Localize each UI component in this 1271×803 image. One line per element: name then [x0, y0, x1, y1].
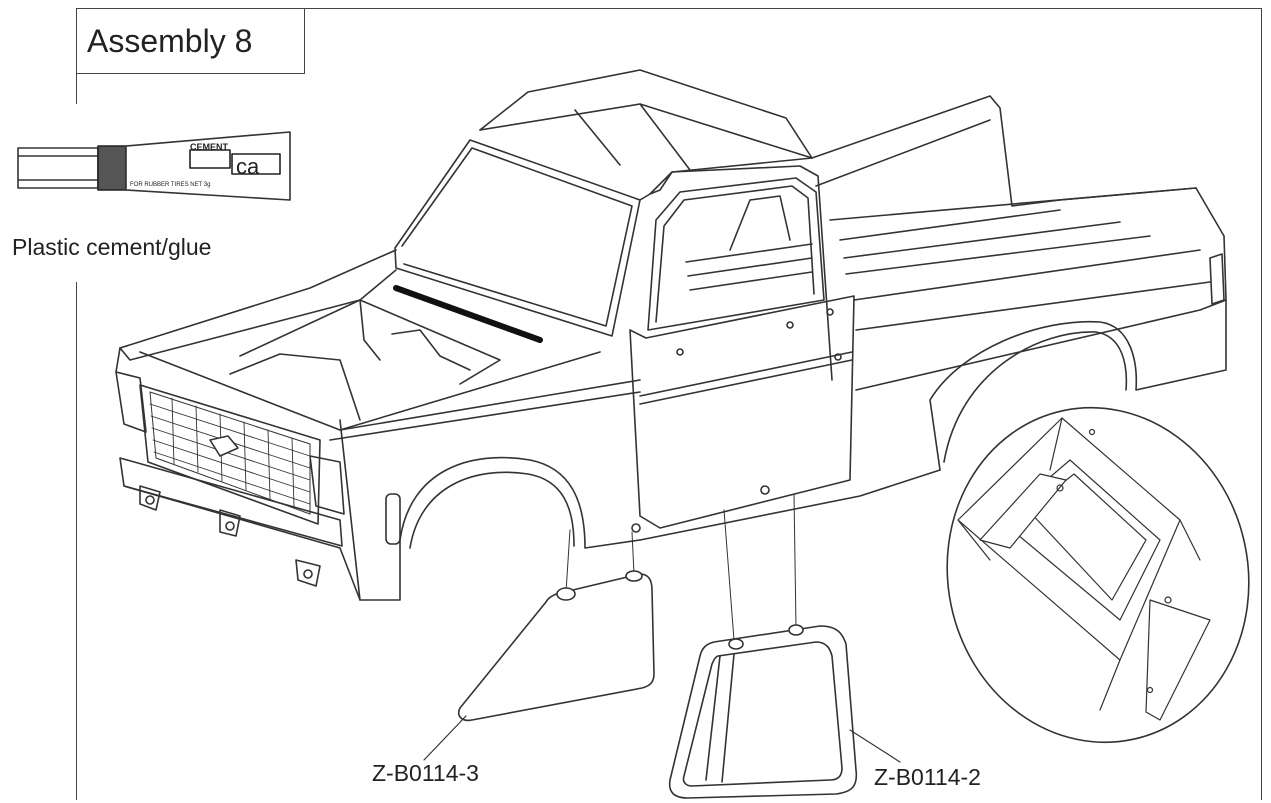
assembly-guide-lines [565, 493, 797, 641]
part-label-z-b0114-2: Z-B0114-2 [874, 764, 981, 790]
part-label-z-b0114-3: Z-B0114-3 [372, 760, 479, 786]
glue-tube-ca: ca [236, 154, 260, 179]
glue-tube-small-text: FOR RUBBER TIRES NET 3g [130, 182, 210, 188]
title-box: Assembly 8 [76, 8, 305, 74]
part-z-b0114-3 [457, 570, 655, 722]
glue-tube-brand: CEMENT [190, 142, 229, 152]
glue-tube-icon [17, 131, 291, 201]
detail-inset [946, 406, 1250, 744]
page-title: Assembly 8 [87, 23, 253, 59]
truck-body [115, 69, 1227, 601]
glue-label: Plastic cement/glue [12, 234, 212, 260]
diagram-frame [76, 8, 1262, 800]
part-z-b0114-2 [668, 624, 858, 799]
